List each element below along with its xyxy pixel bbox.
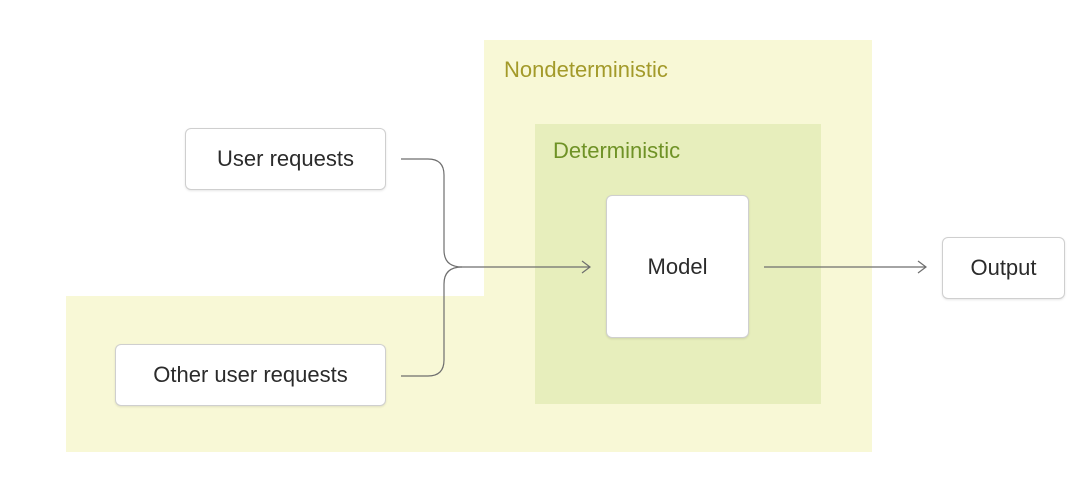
nondeterministic-label: Nondeterministic <box>504 57 668 82</box>
arrowhead-model-icon <box>581 260 591 274</box>
node-output-label: Output <box>970 255 1037 280</box>
node-other-user-requests: Other user requests <box>115 344 386 406</box>
edge-user-requests-to-model <box>401 158 463 268</box>
deterministic-label: Deterministic <box>553 138 681 163</box>
edge-other-user-requests-to-model <box>401 266 463 377</box>
node-user-requests-label: User requests <box>217 146 354 171</box>
node-user-requests: User requests <box>185 128 386 190</box>
node-other-user-requests-label: Other user requests <box>153 362 348 387</box>
node-model-label: Model <box>647 253 708 279</box>
arrowhead-output-icon <box>917 260 927 274</box>
node-model: Model <box>606 195 749 338</box>
node-output: Output <box>942 237 1065 299</box>
